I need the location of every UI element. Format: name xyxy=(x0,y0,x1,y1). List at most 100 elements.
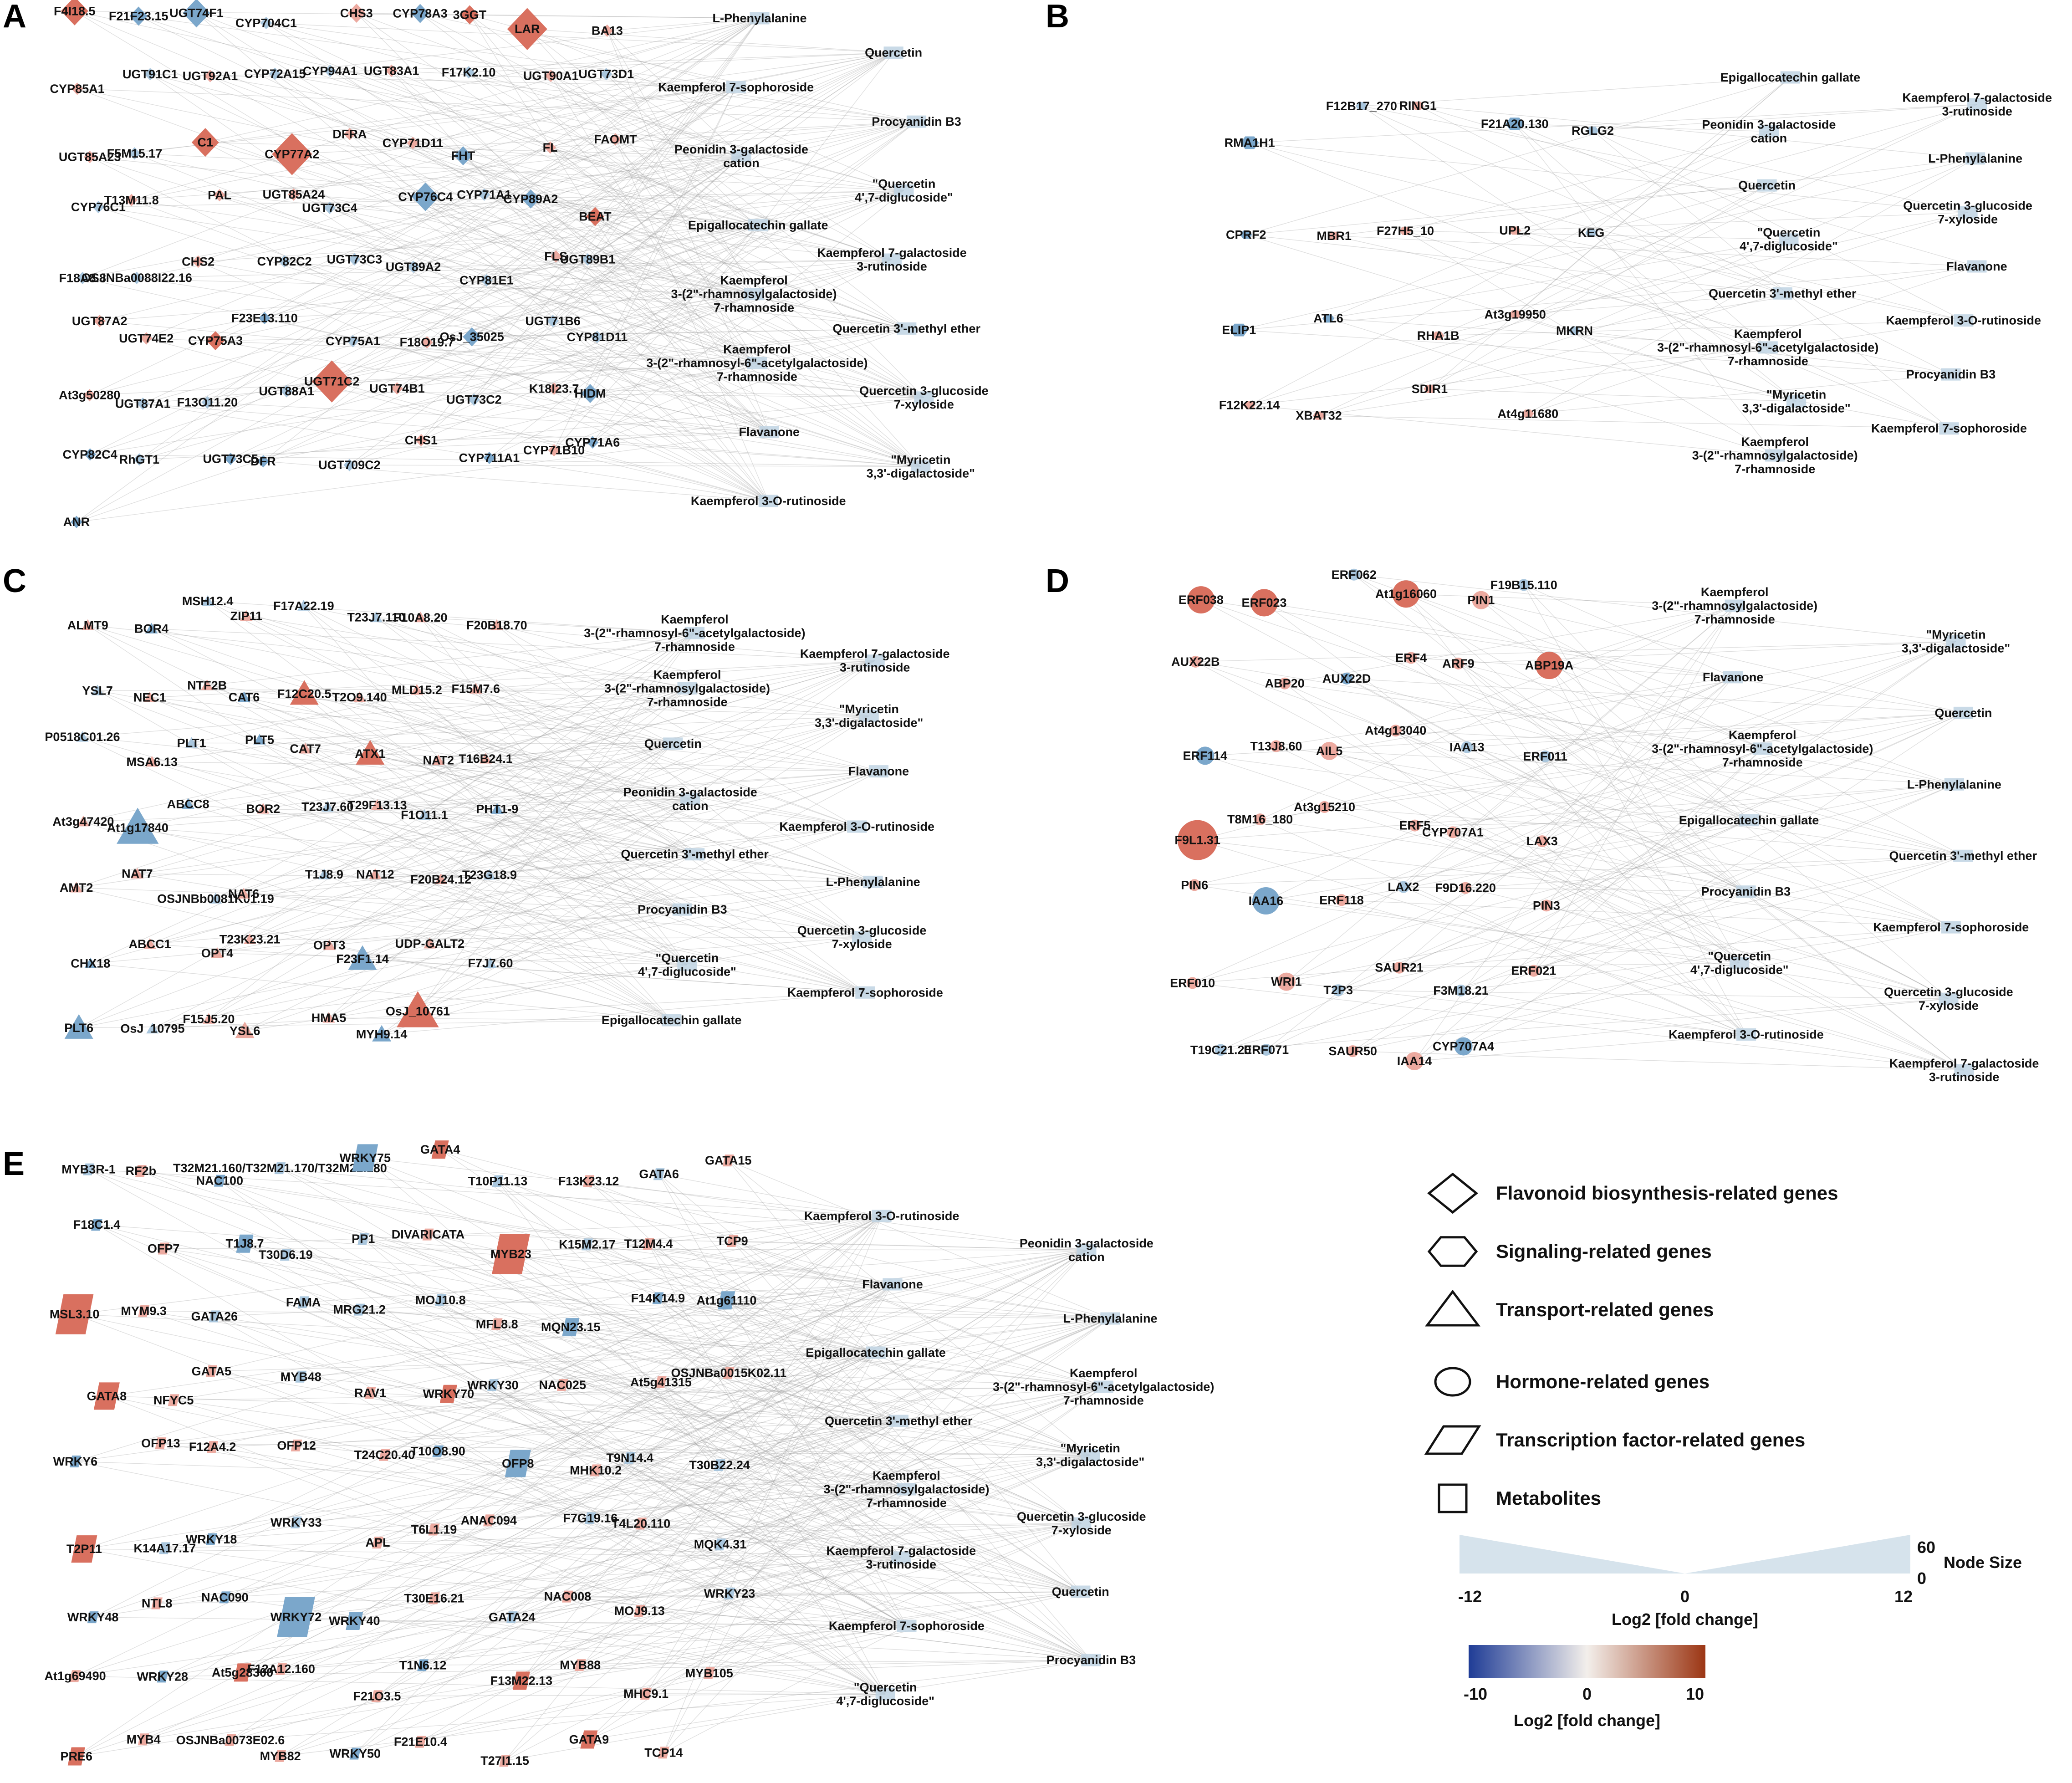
metabolite-node[interactable]: Kaempferol3-(2"-rhamnosylgalactoside)7-r… xyxy=(1652,585,1817,626)
gene-node-erf011[interactable]: ERF011 xyxy=(1523,750,1567,763)
gene-node-ugt91c1[interactable]: UGT91C1 xyxy=(122,67,178,81)
metabolite-node[interactable]: Quercetin 3'-methyl ether xyxy=(1709,286,1857,300)
gene-node-bor4[interactable]: BOR4 xyxy=(134,622,168,636)
gene-node-f15m7-6[interactable]: F15M7.6 xyxy=(452,682,500,695)
gene-node-erf023[interactable]: ERF023 xyxy=(1241,589,1287,617)
gene-node-t30b22-24[interactable]: T30B22.24 xyxy=(689,1458,750,1472)
gene-node-t27i1-15[interactable]: T27I1.15 xyxy=(480,1754,529,1768)
gene-node-at3g15210[interactable]: At3g15210 xyxy=(1294,800,1355,814)
gene-node-ugt74f1[interactable]: UGT74F1 xyxy=(169,0,224,28)
gene-node-ugt709c2[interactable]: UGT709C2 xyxy=(318,458,381,472)
gene-node-ntl8[interactable]: NTL8 xyxy=(142,1597,173,1610)
gene-node-cprf2[interactable]: CPRF2 xyxy=(1226,228,1266,241)
gene-node-mym9-3[interactable]: MYM9.3 xyxy=(121,1304,167,1318)
gene-node-sdir1[interactable]: SDIR1 xyxy=(1412,382,1448,396)
gene-node-chx18[interactable]: CHX18 xyxy=(71,957,110,971)
gene-node-nat2[interactable]: NAT2 xyxy=(423,754,454,767)
gene-node-nfyc5[interactable]: NFYC5 xyxy=(153,1393,194,1407)
gene-node-anac094[interactable]: ANAC094 xyxy=(461,1513,517,1527)
gene-node-gata6[interactable]: GATA6 xyxy=(639,1167,679,1181)
gene-node-t2p11[interactable]: T2P11 xyxy=(66,1535,102,1563)
metabolite-node[interactable]: Flavanone xyxy=(1703,670,1764,684)
gene-node-t13m11-8[interactable]: T13M11.8 xyxy=(104,193,159,207)
gene-node-wrky33[interactable]: WRKY33 xyxy=(270,1516,322,1529)
gene-node-f18c1-4[interactable]: F18C1.4 xyxy=(73,1218,121,1231)
gene-node-pht1-9[interactable]: PHT1-9 xyxy=(476,802,518,816)
gene-node-gata5[interactable]: GATA5 xyxy=(192,1364,232,1378)
gene-node-f9d16-220[interactable]: F9D16.220 xyxy=(1435,881,1496,895)
gene-node-wrky72[interactable]: WRKY72 xyxy=(270,1597,322,1637)
gene-node-cyp71a6[interactable]: CYP71A6 xyxy=(565,435,620,449)
metabolite-node[interactable]: Kaempferol3-(2"-rhamnosyl-6"-acetylgalac… xyxy=(993,1366,1214,1407)
gene-node-at1g17840[interactable]: At1g17840 xyxy=(107,807,168,844)
metabolite-node[interactable]: Epigallocatechin gallate xyxy=(688,218,828,232)
gene-node-keg[interactable]: KEG xyxy=(1578,226,1605,240)
gene-node-almt9[interactable]: ALMT9 xyxy=(67,618,108,632)
gene-node-osjnbb0081k01-19[interactable]: OSJNBb0081K01.19 xyxy=(157,892,274,905)
gene-node-ugt74b1[interactable]: UGT74B1 xyxy=(369,382,425,395)
gene-node-saur21[interactable]: SAUR21 xyxy=(1375,961,1424,975)
gene-node-chs3[interactable]: CHS3 xyxy=(340,3,373,23)
gene-node-divaricata[interactable]: DIVARICATA xyxy=(392,1228,464,1241)
gene-node-t8m16-180[interactable]: T8M16_180 xyxy=(1227,812,1293,826)
gene-node-at3g50280[interactable]: At3g50280 xyxy=(59,388,120,402)
gene-node-wrky50[interactable]: WRKY50 xyxy=(330,1747,381,1761)
gene-node-cat6[interactable]: CAT6 xyxy=(229,690,260,704)
metabolite-node[interactable]: L-Phenylalanine xyxy=(826,875,920,889)
gene-node-ugt71b6[interactable]: UGT71B6 xyxy=(525,314,581,328)
gene-node-xbat32[interactable]: XBAT32 xyxy=(1296,409,1342,423)
metabolite-node[interactable]: Quercetin xyxy=(865,46,922,60)
gene-node-moj9-13[interactable]: MOJ9.13 xyxy=(614,1604,665,1618)
gene-node-osjnba0073e02-6[interactable]: OSJNBa0073E02.6 xyxy=(176,1733,285,1747)
gene-node-ysl7[interactable]: YSL7 xyxy=(82,684,113,697)
gene-node-fls[interactable]: FLS xyxy=(544,250,567,263)
gene-node-msh12-4[interactable]: MSH12.4 xyxy=(182,594,234,608)
gene-node-cyp75a3[interactable]: CYP75A3 xyxy=(188,331,243,351)
gene-node-t23g18-9[interactable]: T23G18.9 xyxy=(462,868,517,882)
gene-node-iaa14[interactable]: IAA14 xyxy=(1397,1052,1432,1071)
gene-node-tcp9[interactable]: TCP9 xyxy=(717,1234,748,1248)
gene-node-rhgt1[interactable]: RhGT1 xyxy=(119,453,160,466)
gene-node-f18o19-7[interactable]: F18O19.7 xyxy=(400,336,454,349)
gene-node-cyp81e1[interactable]: CYP81E1 xyxy=(459,274,514,287)
gene-node-nac008[interactable]: NAC008 xyxy=(544,1590,592,1604)
gene-node-f23e13-110[interactable]: F23E13.110 xyxy=(231,311,298,325)
gene-node-abp20[interactable]: ABP20 xyxy=(1265,677,1305,690)
gene-node-chs1[interactable]: CHS1 xyxy=(405,434,438,447)
gene-node-cyp77a2[interactable]: CYP77A2 xyxy=(265,133,319,175)
gene-node-at5g28300[interactable]: At5g28300 xyxy=(212,1663,273,1682)
metabolite-node[interactable]: Quercetin xyxy=(1052,1585,1109,1599)
gene-node-upl2[interactable]: UPL2 xyxy=(1499,224,1531,237)
gene-node-f13k23-12[interactable]: F13K23.12 xyxy=(558,1174,619,1188)
gene-node-t30d6-19[interactable]: T30D6.19 xyxy=(259,1248,313,1262)
gene-node-wrky70[interactable]: WRKY70 xyxy=(423,1385,475,1403)
metabolite-node[interactable]: Quercetin xyxy=(644,737,702,751)
gene-node-abcc1[interactable]: ABCC1 xyxy=(129,937,171,951)
gene-node-gata26[interactable]: GATA26 xyxy=(191,1310,238,1323)
gene-node-f15j5-20[interactable]: F15J5.20 xyxy=(183,1012,235,1026)
gene-node-t19c21-20[interactable]: T19C21.20 xyxy=(1190,1043,1251,1057)
gene-node-atx1[interactable]: ATX1 xyxy=(355,740,385,765)
metabolite-node[interactable]: Procyanidin B3 xyxy=(872,115,961,128)
gene-node-t16b24-1[interactable]: T16B24.1 xyxy=(459,752,513,766)
gene-node-mhk10-2[interactable]: MHK10.2 xyxy=(570,1464,622,1477)
gene-node-erf5[interactable]: ERF5 xyxy=(1399,819,1430,833)
gene-node-chs2[interactable]: CHS2 xyxy=(182,255,214,269)
gene-node-f5m15-17[interactable]: F5M15.17 xyxy=(107,147,163,160)
gene-node-erf071[interactable]: ERF071 xyxy=(1244,1043,1289,1057)
gene-node-cyp82c4[interactable]: CYP82C4 xyxy=(63,448,117,461)
metabolite-node[interactable]: L-Phenylalanine xyxy=(1063,1312,1157,1325)
gene-node-nac025[interactable]: NAC025 xyxy=(539,1378,586,1392)
gene-node-t6l1-19[interactable]: T6L1.19 xyxy=(411,1523,457,1537)
gene-node-pin3[interactable]: PIN3 xyxy=(1533,899,1560,912)
gene-node-wrky40[interactable]: WRKY40 xyxy=(329,1612,380,1630)
gene-node-f27h5-10[interactable]: F27H5_10 xyxy=(1377,224,1434,238)
gene-node-moj10-8[interactable]: MOJ10.8 xyxy=(415,1293,466,1307)
gene-node-erf062[interactable]: ERF062 xyxy=(1332,568,1377,582)
